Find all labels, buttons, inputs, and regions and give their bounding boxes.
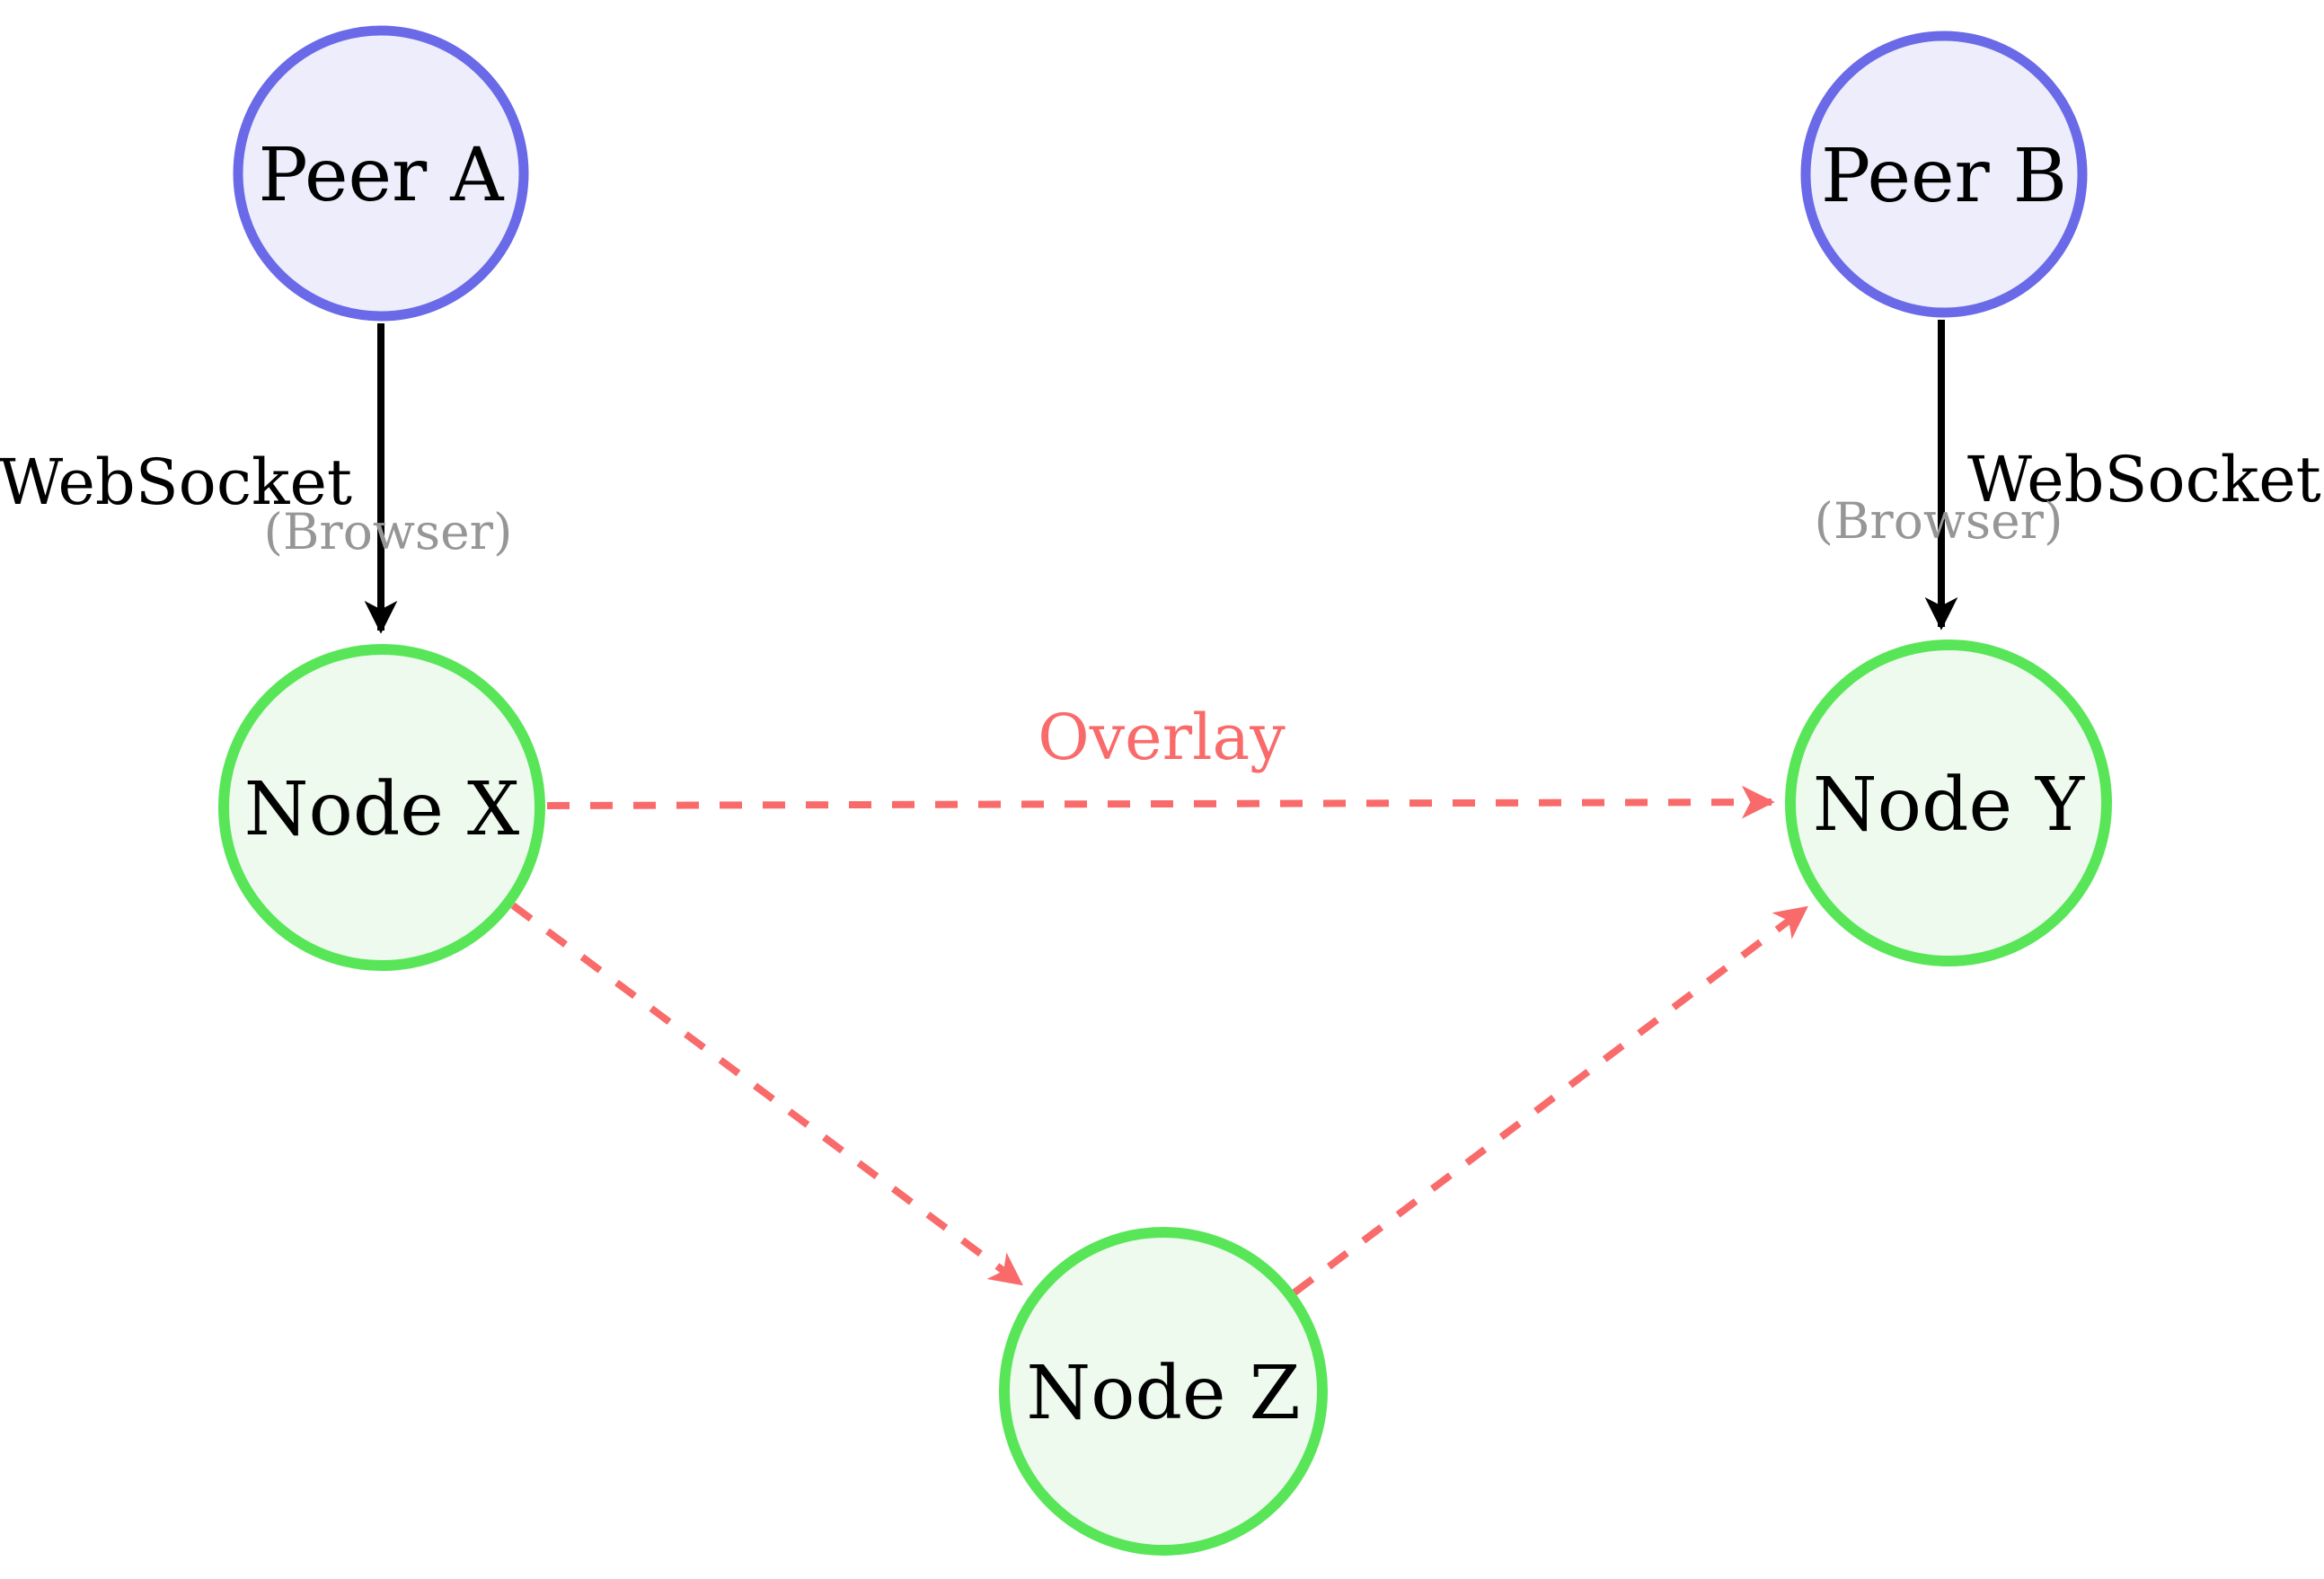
edges <box>364 320 1958 1296</box>
node-y: Node Y <box>1785 640 2112 966</box>
edge-sublabel-browser-left: (Browser) <box>264 503 513 560</box>
edge-label-websocket-left: WebSocket <box>0 445 352 519</box>
edge-label-overlay: Overlay <box>1038 701 1286 774</box>
peer-a-label: Peer A <box>258 133 505 218</box>
node-peer-b: Peer B <box>1800 31 2088 318</box>
node-x: Node X <box>218 644 545 971</box>
nodes: Peer A Peer B Node X Node Y Node Z <box>218 25 2112 1556</box>
node-y-label: Node Y <box>1813 763 2085 848</box>
edge-sublabel-browser-right: (Browser) <box>1815 492 2063 550</box>
peer-b-label: Peer B <box>1821 134 2067 219</box>
node-z-circle <box>999 1227 1328 1556</box>
node-x-circle <box>218 644 545 971</box>
node-x-label: Node X <box>244 767 520 852</box>
peer-a-circle <box>233 25 529 322</box>
node-z: Node Z <box>999 1227 1328 1556</box>
node-peer-a: Peer A <box>233 25 529 322</box>
edge-labels: WebSocket (Browser) WebSocket (Browser) … <box>0 443 2321 774</box>
node-y-circle <box>1785 640 2112 966</box>
edge-node-x-to-node-z <box>510 902 1023 1287</box>
node-z-label: Node Z <box>1026 1351 1300 1436</box>
edge-node-x-to-node-y <box>546 785 1775 819</box>
edge-node-z-to-node-y <box>1292 904 1808 1296</box>
edge-label-websocket-right: WebSocket <box>1967 443 2321 516</box>
peer-b-circle <box>1800 31 2088 318</box>
